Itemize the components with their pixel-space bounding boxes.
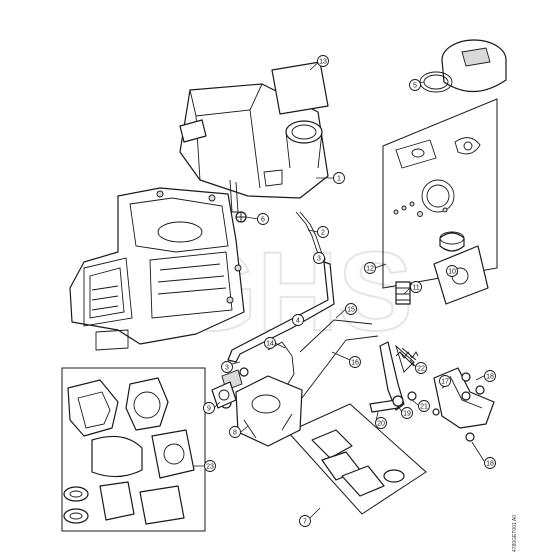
callout-14: 14: [264, 337, 276, 349]
callout-number: 7: [303, 518, 307, 525]
callout-2: 2: [317, 226, 329, 238]
callout-ring: [203, 402, 215, 414]
callout-18: 18: [484, 370, 496, 382]
callout-16: 16: [349, 356, 361, 368]
callout-number: 17: [441, 378, 449, 385]
callout-number: 8: [233, 429, 237, 436]
callout-number: 22: [417, 365, 425, 372]
callout-8: 8: [229, 426, 241, 438]
pad-13: [271, 61, 329, 115]
callout-number: 18: [486, 373, 494, 380]
callout-ring: [375, 417, 387, 429]
callout-ring: [345, 303, 357, 315]
callout-5: 5: [409, 79, 421, 91]
callout-number: 11: [412, 284, 419, 291]
gasket-kit-box-7: [287, 403, 427, 515]
callout-number: 5: [413, 82, 417, 89]
throttle-lever: [369, 341, 417, 413]
callout-10: 10: [446, 265, 458, 277]
callout-number: 6: [261, 216, 265, 223]
drawing-reference: 4780GET001 A0: [512, 515, 518, 552]
callout-ring: [221, 361, 233, 373]
spring-22: [395, 351, 419, 359]
callout-ring: [418, 400, 430, 412]
gasket-9: [211, 381, 237, 409]
callout-number: 15: [347, 306, 355, 313]
callout-3: 3: [221, 361, 233, 373]
callout-19: 19: [401, 407, 413, 419]
callout-7: 7: [299, 515, 311, 527]
callout-number: 21: [420, 403, 428, 410]
callout-18: 18: [484, 457, 496, 469]
callout-number: 23: [206, 463, 214, 470]
callout-13: 13: [317, 55, 329, 67]
callout-number: 19: [403, 410, 411, 417]
callout-ring: [484, 370, 496, 382]
engine-block: [69, 187, 245, 351]
callout-number: 4: [296, 317, 300, 324]
callout-ring: [349, 356, 361, 368]
callout-23: 23: [204, 460, 216, 472]
callout-20: 20: [375, 417, 387, 429]
callout-ring: [439, 375, 451, 387]
callout-ring: [229, 426, 241, 438]
callout-number: 3: [225, 364, 229, 371]
callout-ring: [313, 252, 325, 264]
callout-17: 17: [439, 375, 451, 387]
leader-lines: [194, 60, 485, 519]
callout-number: 1: [337, 175, 341, 182]
callout-ring: [299, 515, 311, 527]
filter-11: [395, 281, 411, 305]
callout-ring: [364, 262, 376, 274]
callout-ring: [204, 460, 216, 472]
callout-22: 22: [415, 362, 427, 374]
callout-number: 2: [321, 229, 325, 236]
callout-12: 12: [364, 262, 376, 274]
callout-4: 4: [292, 314, 304, 326]
callout-ring: [264, 337, 276, 349]
callout-9: 9: [203, 402, 215, 414]
callout-number: 20: [377, 420, 385, 427]
screw-6: [235, 211, 247, 223]
gasket-kit-box-23: [61, 367, 206, 532]
callout-21: 21: [418, 400, 430, 412]
callout-number: 18: [486, 460, 494, 467]
callout-ring: [410, 281, 422, 293]
callout-6: 6: [257, 213, 269, 225]
callout-15: 15: [345, 303, 357, 315]
callout-number: 3: [317, 255, 321, 262]
callout-3: 3: [313, 252, 325, 264]
callout-ring: [401, 407, 413, 419]
callout-ring: [409, 79, 421, 91]
callout-number: 16: [351, 359, 359, 366]
callout-ring: [484, 457, 496, 469]
callout-number: 13: [319, 58, 327, 65]
callout-number: 12: [366, 265, 374, 272]
air-filter-10: [433, 245, 489, 305]
callout-ring: [446, 265, 458, 277]
callout-number: 14: [266, 340, 274, 347]
callout-number: 10: [448, 268, 456, 275]
callout-11: 11: [410, 281, 422, 293]
callout-ring: [257, 213, 269, 225]
callout-number: 9: [207, 405, 211, 412]
callout-1: 1: [333, 172, 345, 184]
callout-ring: [317, 226, 329, 238]
callout-ring: [317, 55, 329, 67]
callout-ring: [333, 172, 345, 184]
filler-cap-5: [419, 39, 507, 93]
callout-ring: [292, 314, 304, 326]
callout-ring: [415, 362, 427, 374]
